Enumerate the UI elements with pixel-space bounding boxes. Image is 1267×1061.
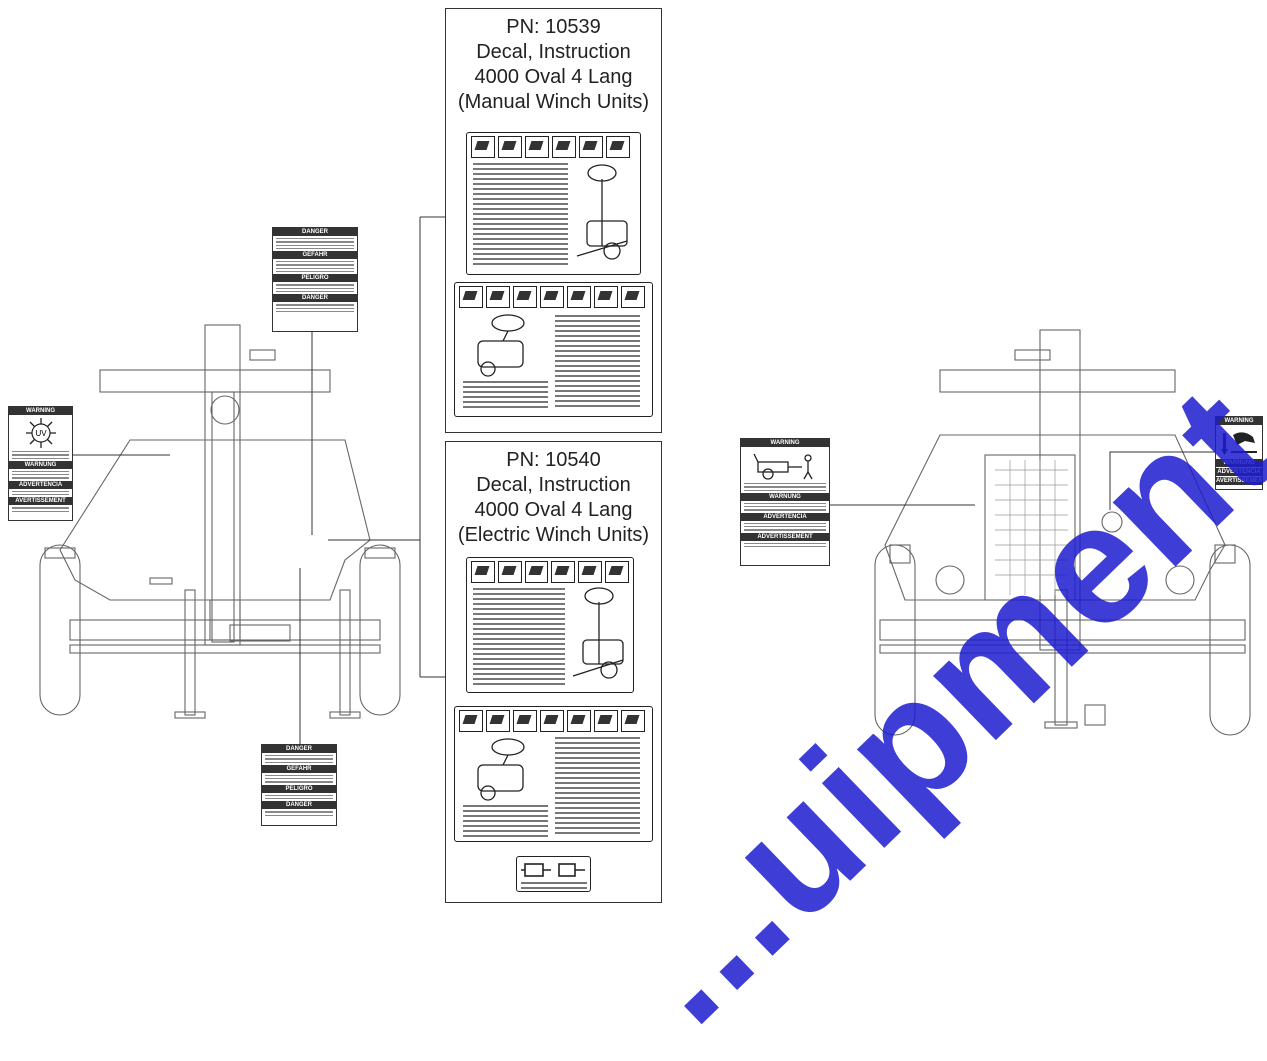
danger-decal-lower: DANGER GEFAHR PELIGRO DANGER <box>261 744 337 826</box>
instruction-text <box>473 588 565 688</box>
part-number: PN: 10540 <box>506 449 601 471</box>
trailer-hazard-icon <box>753 453 813 480</box>
instruction-decal-front <box>466 557 634 693</box>
panel-title: PN: 10540 Decal, Instruction 4000 Oval 4… <box>446 448 661 548</box>
pictogram-icon <box>471 561 495 583</box>
decal-header: DANGER <box>273 228 357 236</box>
pictogram-icon <box>551 561 576 583</box>
pictogram-icon <box>498 136 522 158</box>
decal-header: WARNING <box>1216 417 1262 425</box>
panel-line-2: 4000 Oval 4 Lang <box>474 66 633 88</box>
danger-decal-upper: DANGER GEFAHR PELIGRO DANGER <box>272 227 358 332</box>
decal-section: WARNUNG <box>741 492 829 501</box>
sun-uv-icon: UV <box>25 418 56 448</box>
decal-section: DANGER <box>273 294 357 303</box>
winch-switch-icon <box>521 863 585 877</box>
pictogram-icon <box>621 286 645 308</box>
light-bar-left <box>99 369 331 393</box>
panel-line-2: 4000 Oval 4 Lang <box>474 499 633 521</box>
pictogram-icon <box>540 286 564 308</box>
pictogram-icon <box>513 286 537 308</box>
decal-section: AVERTISSEMENT <box>9 497 72 506</box>
decal-section: ADVERTENCIA <box>741 512 829 521</box>
instruction-decal-rear <box>454 282 653 417</box>
decal-section: PELIGRO <box>262 784 336 793</box>
panel-line-1: Decal, Instruction <box>476 474 631 496</box>
pictogram-icon <box>459 286 483 308</box>
decal-section: ADVERTENCIA <box>1216 468 1262 476</box>
decal-section: AVERTISSEMENT <box>1216 477 1263 485</box>
generator-icon <box>477 314 525 377</box>
decal-section: ADVERTENCIA <box>9 480 72 489</box>
decal-header: DANGER <box>262 745 336 753</box>
pictogram-icon <box>513 710 537 732</box>
instruction-panel-electric: PN: 10540 Decal, Instruction 4000 Oval 4… <box>445 441 662 903</box>
pictogram-icon <box>471 136 495 158</box>
instruction-text <box>555 315 640 410</box>
light-tower-icon <box>572 587 624 679</box>
hot-surface-warning-decal: WARNING WARNUNG ADVERTENCIA AVERTISSEMEN… <box>1215 416 1263 490</box>
part-number: PN: 10539 <box>506 16 601 38</box>
instruction-decal-front <box>466 132 641 275</box>
pictogram-icon <box>540 710 564 732</box>
light-tower-icon <box>576 164 628 260</box>
tow-warning-decal: WARNING WARNUNG ADVERTENCIA ADVERTISSEME… <box>740 438 830 566</box>
decal-header: WARNING <box>9 407 72 415</box>
instruction-text <box>555 737 640 837</box>
pictogram-icon <box>594 286 618 308</box>
winch-text <box>521 882 587 891</box>
instruction-text <box>463 805 548 840</box>
pictogram-row <box>455 707 652 735</box>
instruction-text <box>463 381 548 411</box>
uv-symbol: UV <box>35 429 47 438</box>
panel-line-1: Decal, Instruction <box>476 41 631 63</box>
pictogram-icon <box>578 561 603 583</box>
pictogram-icon <box>567 286 591 308</box>
pictogram-icon <box>567 710 591 732</box>
decal-section: DANGER <box>262 801 336 810</box>
uv-warning-decal: WARNING UV WARNUNG ADVERTENCIA AVERTISSE… <box>8 406 73 521</box>
decal-section: WARNUNG <box>1216 459 1262 467</box>
panel-title: PN: 10539 Decal, Instruction 4000 Oval 4… <box>446 15 661 115</box>
instruction-panel-manual: PN: 10539 Decal, Instruction 4000 Oval 4… <box>445 8 662 433</box>
panel-line-3: (Electric Winch Units) <box>457 524 650 546</box>
pictogram-icon <box>579 136 603 158</box>
pictogram-icon <box>486 710 510 732</box>
pictogram-row <box>455 283 652 311</box>
winch-decal <box>516 856 591 892</box>
machine-line-art <box>39 216 1251 744</box>
pictogram-icon <box>525 136 549 158</box>
instruction-decal-rear <box>454 706 653 842</box>
instruction-text <box>473 163 568 268</box>
pictogram-row <box>467 133 640 161</box>
pictogram-icon <box>594 710 618 732</box>
hand-hazard-icon <box>1221 432 1257 455</box>
pictogram-icon <box>524 561 549 583</box>
pictogram-row <box>467 558 633 586</box>
decal-header: WARNING <box>741 439 829 447</box>
panel-line-3: (Manual Winch Units) <box>457 91 650 113</box>
decal-section: ADVERTISSEMENT <box>741 532 829 541</box>
pictogram-icon <box>459 710 483 732</box>
decal-section: WARNUNG <box>9 460 72 469</box>
pictogram-icon <box>497 561 522 583</box>
pictogram-icon <box>605 561 629 583</box>
pictogram-icon <box>552 136 576 158</box>
decal-section: PELIGRO <box>273 274 357 283</box>
pictogram-icon <box>486 286 510 308</box>
decal-section: GEFAHR <box>262 764 336 773</box>
pictogram-icon <box>606 136 630 158</box>
decal-section: GEFAHR <box>273 251 357 260</box>
pictogram-icon <box>621 710 645 732</box>
generator-icon <box>477 738 525 801</box>
